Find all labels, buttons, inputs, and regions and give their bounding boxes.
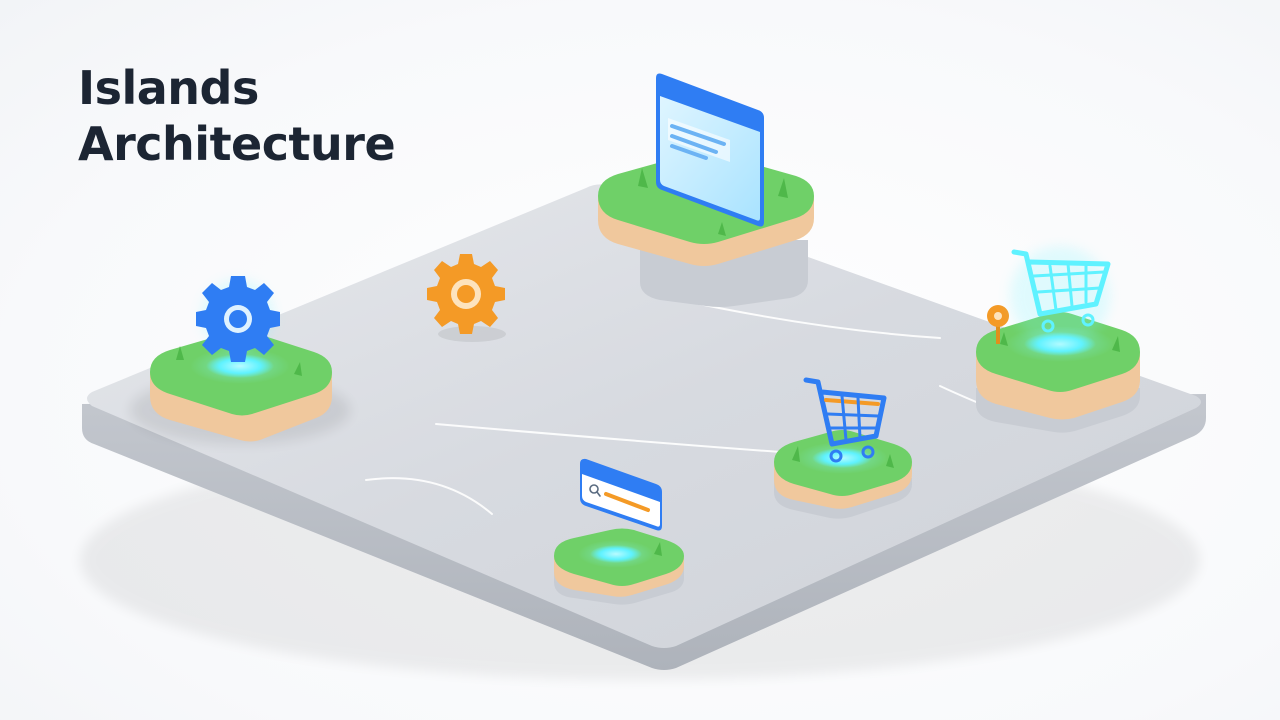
page-title: Islands Architecture <box>78 60 396 172</box>
search-island <box>554 458 684 605</box>
shopping-cart-icon-2 <box>803 377 887 463</box>
settings-island <box>130 276 350 444</box>
window-island <box>598 73 814 307</box>
browser-window-icon <box>656 73 764 227</box>
gear-icon-orange <box>427 254 506 342</box>
gear-icon-blue <box>196 276 280 362</box>
title-line-1: Islands <box>78 61 259 115</box>
location-pin-icon <box>987 305 1009 344</box>
platform-top <box>87 184 1201 648</box>
title-line-2: Architecture <box>78 117 396 171</box>
cart-island-center <box>774 377 912 519</box>
shopping-cart-icon <box>1010 246 1111 346</box>
search-bar-icon <box>580 458 662 531</box>
cart-island-right <box>976 246 1140 433</box>
